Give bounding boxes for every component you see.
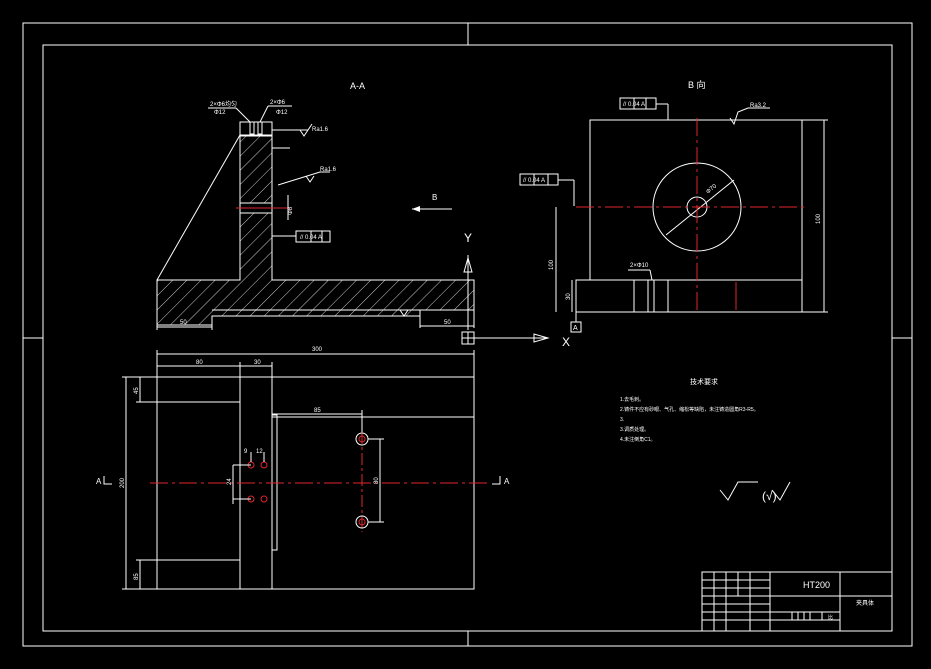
bore-dim: Φ8 <box>288 206 294 215</box>
hole-note3: 2×Φ6 <box>270 100 286 106</box>
scale-mark: 比 <box>828 614 833 621</box>
dim-85-bottom: 85 <box>134 573 140 580</box>
tolerance-top: // 0.04 A <box>623 102 645 108</box>
roughness-b: Ra3.2 <box>750 103 767 109</box>
tolerance-left: // 0.04 A <box>523 178 545 184</box>
dim-30: 30 <box>254 360 261 366</box>
material: HT200 <box>803 580 830 590</box>
view-b-label: B 向 <box>688 79 706 90</box>
note-line-2: 2.铸件不应有砂眼、气孔、缩松等缺陷，未注铸造圆角R3-R5。 <box>620 406 759 413</box>
plan-view: A A 300 80 30 200 45 85 85 80 <box>96 347 510 590</box>
dim-80-holes: 80 <box>374 477 380 484</box>
dim-24: 24 <box>227 478 233 485</box>
hole-note: 2×Φ6均匀 <box>210 100 237 108</box>
height-left: 100 <box>549 259 555 270</box>
datum-a: A <box>573 325 578 332</box>
dim-9: 9 <box>244 449 248 455</box>
technical-notes: 技术要求 1.去毛刺。 2.铸件不应有砂眼、气孔、缩松等缺陷，未注铸造圆角R3-… <box>620 377 759 443</box>
note-line-5: 4.未注倒角C1。 <box>620 436 656 443</box>
view-b: B 向 Φ70 // 0.04 A Ra3.2 // 0.04 A <box>519 79 828 333</box>
dim-85: 85 <box>314 408 321 414</box>
general-roughness-symbol: (√) <box>719 481 791 503</box>
dim-80: 80 <box>196 360 203 366</box>
dim-200: 200 <box>120 477 126 488</box>
note-line-1: 1.去毛刺。 <box>620 396 644 403</box>
tolerance-box: // 0.04 A <box>300 235 322 241</box>
plan-label-a-left: A <box>96 477 102 486</box>
dim-45: 45 <box>134 387 140 394</box>
base-height: 30 <box>566 293 572 300</box>
title-block: HT200 夹具体 比 <box>701 571 893 632</box>
axis-x-label: X <box>562 335 570 349</box>
hole-note4: Φ12 <box>276 110 288 116</box>
dim-12: 12 <box>256 449 263 455</box>
axis-y-label: Y <box>464 231 472 245</box>
dim-300: 300 <box>312 347 323 353</box>
dim-right-50: 50 <box>444 320 451 326</box>
sheet-border <box>22 22 913 647</box>
roughness-1: Ra1.6 <box>312 127 329 133</box>
note-line-3: 3. <box>620 417 624 423</box>
section-label: A-A <box>350 81 365 91</box>
section-view-a-a: A-A 2×Φ6均匀 Φ12 2×Φ6 Φ12 Ra1.6 Ra1.6 Φ8 <box>156 81 570 349</box>
roughness-2: Ra1.6 <box>320 167 337 173</box>
hole-note2: Φ12 <box>214 110 226 116</box>
notes-title: 技术要求 <box>690 377 718 386</box>
direction-label-b: B <box>432 193 437 202</box>
note-line-4: 3.调质处理。 <box>620 426 649 433</box>
part-name: 夹具体 <box>856 599 874 607</box>
slot-note: 2×Φ10 <box>630 263 649 269</box>
dim-left-50: 50 <box>180 320 187 326</box>
height-right: 100 <box>816 213 822 224</box>
plan-label-a-right: A <box>504 477 510 486</box>
roughness-note: (√) <box>762 489 777 503</box>
